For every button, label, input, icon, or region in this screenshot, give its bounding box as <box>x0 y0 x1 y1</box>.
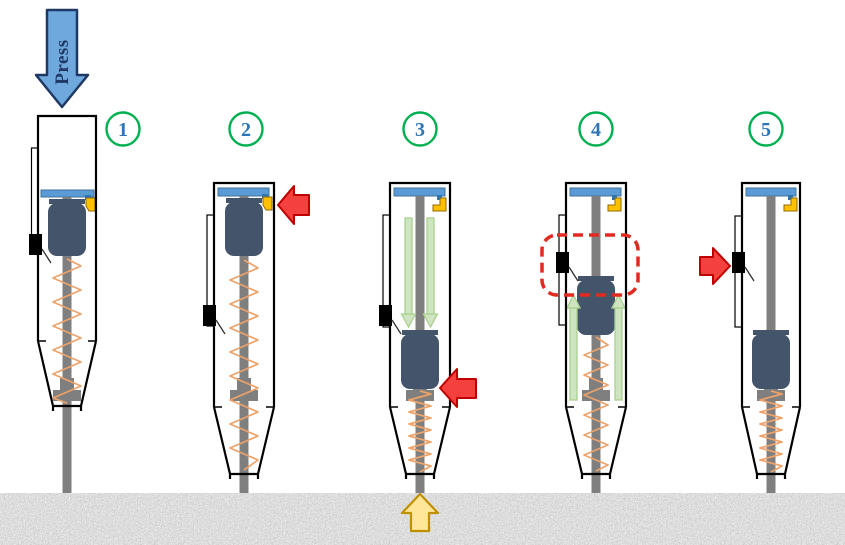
stage-3-number: 3 <box>415 119 425 141</box>
stage-5-lock-button-arrow-icon <box>699 247 731 285</box>
mass-travel-down-arrows <box>400 217 439 329</box>
stage-1-badge: 1 <box>105 111 141 147</box>
latch-highlight-box <box>540 233 640 297</box>
stage-2-badge: 2 <box>228 111 264 147</box>
stage-4-device <box>540 181 640 493</box>
press-label: Press <box>52 39 73 84</box>
stage-4-number: 4 <box>591 119 601 141</box>
main-spring <box>759 390 783 473</box>
stage-1-number: 1 <box>118 119 128 141</box>
cap-plate <box>217 187 270 197</box>
press-arrow-icon: Press <box>34 8 90 109</box>
stage-4-badge: 4 <box>578 111 614 147</box>
plunger-rod <box>62 197 72 493</box>
cap-plate <box>393 187 446 197</box>
stage-2-release-arrow-icon <box>277 185 310 225</box>
rebound-up-arrows <box>565 293 627 401</box>
stage-3-badge: 3 <box>402 111 438 147</box>
stage-3-device <box>378 181 452 493</box>
main-spring <box>52 258 82 404</box>
plunger-rod <box>591 196 601 493</box>
hammer-mass <box>401 330 439 389</box>
stage-2-device <box>202 181 276 493</box>
cap-plate <box>569 187 622 197</box>
stage-5-number: 5 <box>761 119 771 141</box>
hammer-mass <box>225 198 263 256</box>
cap-plate <box>745 187 797 197</box>
stage-2-number: 2 <box>241 119 251 141</box>
hammer-mass <box>577 276 615 335</box>
hammer-mass <box>48 199 86 256</box>
main-spring <box>408 390 432 473</box>
stage-1-device <box>28 114 98 493</box>
hammer-mass <box>752 330 790 389</box>
stage-5-device <box>731 181 802 493</box>
main-spring <box>583 336 609 472</box>
stage-3-impact-arrow-icon <box>439 368 477 408</box>
surface-reaction-arrow-icon <box>400 492 440 533</box>
stage-5-badge: 5 <box>748 111 784 147</box>
main-spring <box>229 259 259 471</box>
plunger-rod <box>239 196 249 493</box>
